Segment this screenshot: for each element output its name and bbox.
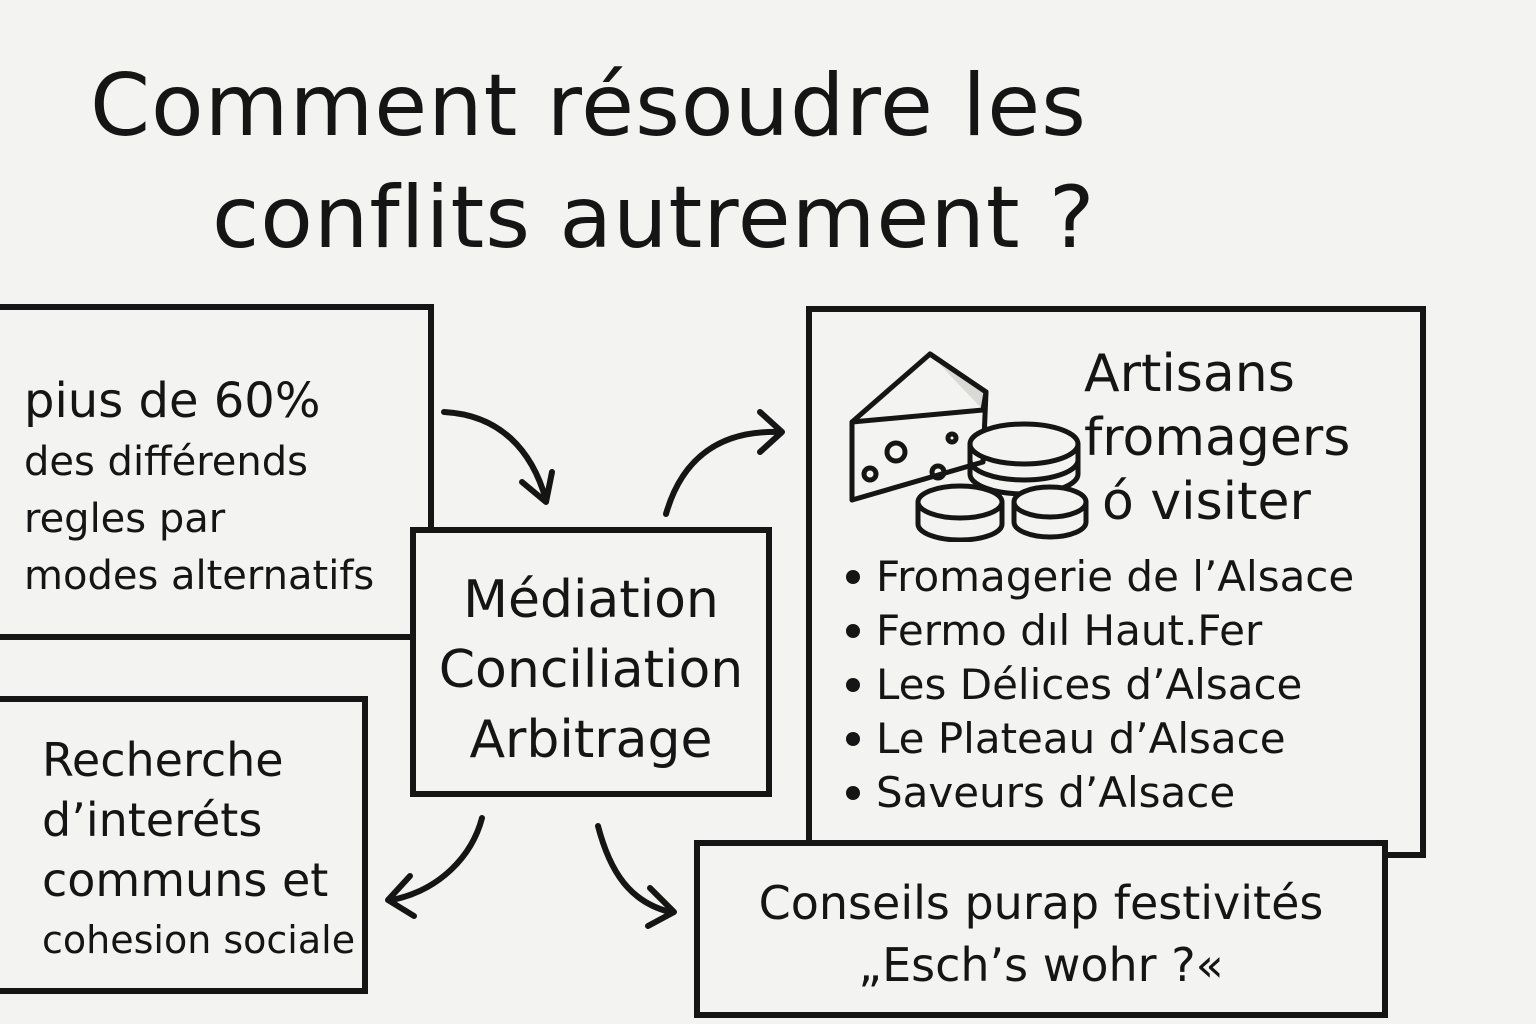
arrow-methods-to-interest	[385, 815, 485, 919]
tips-line-1: Conseils purap festivités	[758, 876, 1324, 930]
method-arbitrage: Arbitrage	[469, 710, 713, 770]
artisans-heading-line-1: Artisans	[1084, 344, 1295, 404]
interest-line-4: cohesion sociale	[42, 918, 356, 962]
tips-line-2: „Esch’s wohr ?«	[858, 938, 1224, 992]
list-item: Saveurs d’Alsace	[846, 766, 1354, 820]
cheese-icon	[849, 351, 1089, 542]
bullet-icon	[846, 678, 860, 692]
statistic-line-4: modes alternatifs	[24, 553, 375, 599]
method-conciliation: Conciliation	[438, 640, 744, 700]
statistic-line-2: des différends	[24, 439, 308, 485]
title-line-2: conflits autrement ?	[212, 168, 1096, 268]
interest-line-2: d’interéts	[42, 793, 263, 847]
bullet-icon	[846, 732, 860, 746]
interest-line-1: Recherche	[42, 733, 284, 787]
statistic-box: pius de 60% des différends regles par mo…	[0, 304, 434, 640]
arrow-methods-to-tips	[595, 823, 677, 929]
festivity-tips-box: Conseils purap festivités „Esch’s wohr ?…	[694, 840, 1388, 1018]
statistic-line-3: regles par	[24, 496, 226, 542]
artisans-list: Fromagerie de l’Alsace Fermo dıl Haut.Fe…	[846, 550, 1354, 820]
page-title: Comment résoudre les conflits autrement …	[90, 50, 1290, 274]
cheese-artisans-box: Artisans fromagers ó visiter Fromagerie …	[806, 306, 1426, 858]
bullet-icon	[846, 624, 860, 638]
method-mediation: Médiation	[463, 570, 719, 630]
bullet-icon	[846, 786, 860, 800]
title-line-1: Comment résoudre les	[90, 56, 1087, 156]
interest-line-3: communs et	[42, 853, 329, 907]
artisans-heading-line-2: fromagers	[1084, 408, 1351, 468]
common-interest-box: Recherche d’interéts communs et cohesion…	[0, 696, 368, 994]
artisans-heading: Artisans fromagers ó visiter	[1084, 342, 1404, 534]
bullet-icon	[846, 570, 860, 584]
arrow-stat-to-methods	[441, 409, 555, 505]
arrow-methods-to-artisans	[663, 409, 785, 517]
list-item: Fermo dıl Haut.Fer	[846, 604, 1354, 658]
methods-box: Médiation Conciliation Arbitrage	[410, 527, 772, 797]
statistic-headline: pius de 60%	[24, 373, 321, 429]
list-item: Les Délices d’Alsace	[846, 658, 1354, 712]
artisans-heading-line-3: ó visiter	[1102, 472, 1311, 532]
list-item: Le Plateau d’Alsace	[846, 712, 1354, 766]
list-item: Fromagerie de l’Alsace	[846, 550, 1354, 604]
